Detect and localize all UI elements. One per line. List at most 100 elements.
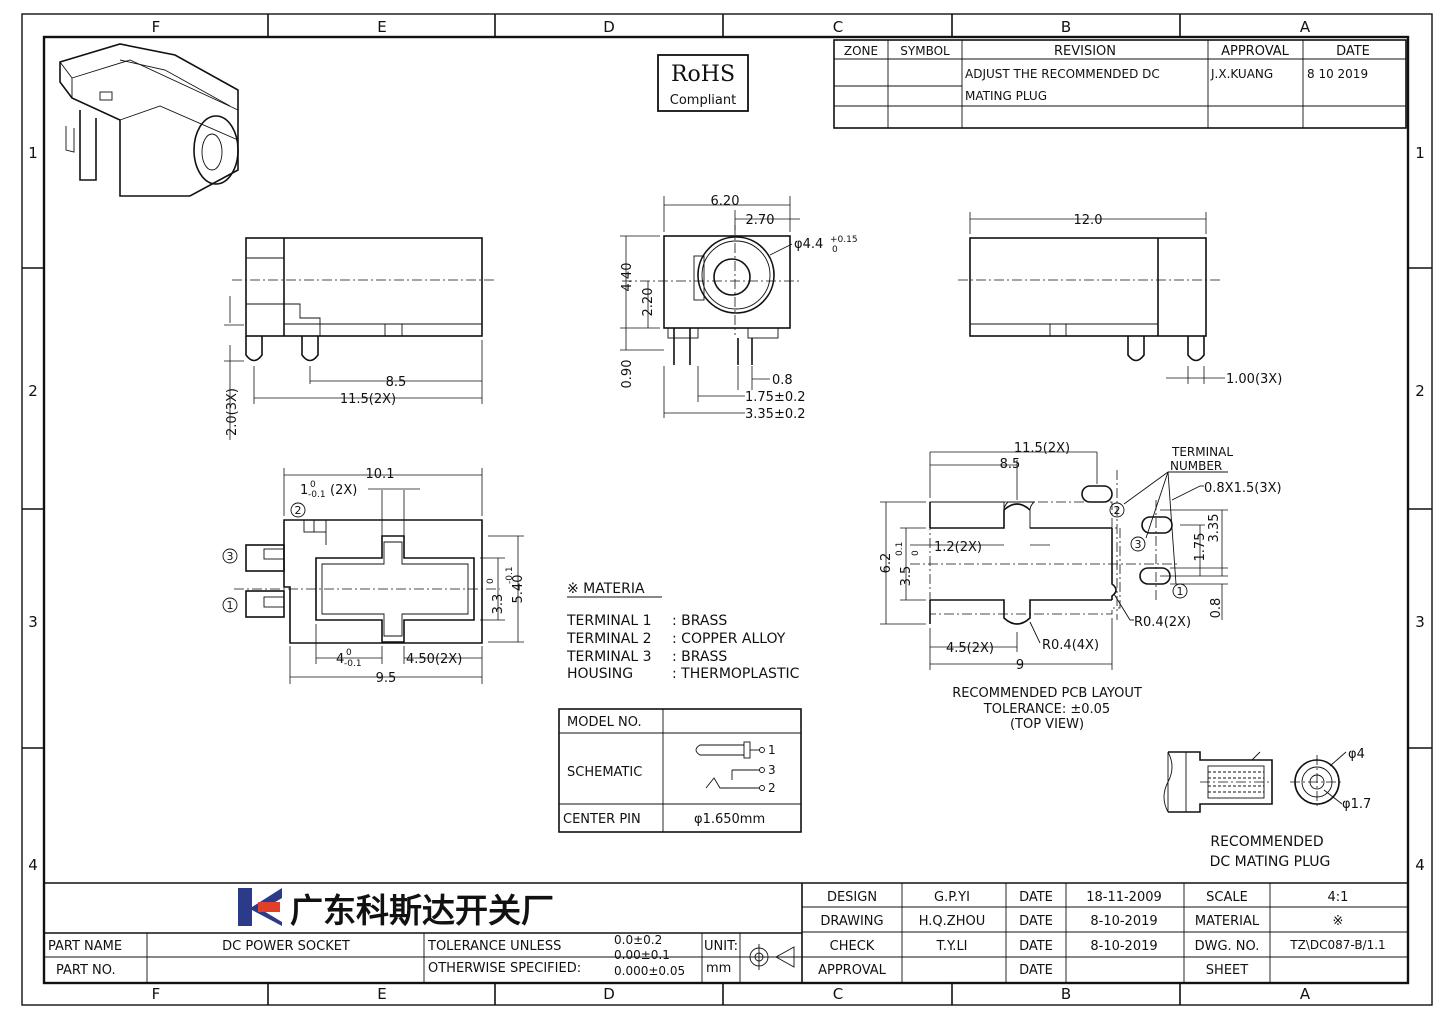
schematic-label: SCHEMATIC	[567, 765, 642, 780]
dim-front-0-90: 0.90	[620, 360, 635, 389]
row-label-3: 3	[28, 613, 38, 631]
dim-top-1-tol2: -0.1	[308, 490, 326, 500]
rev-header-symbol: SYMBOL	[900, 44, 950, 58]
dim-right-1-00: 1.00(3X)	[1226, 372, 1282, 387]
rev-entry-date: 8 10 2019	[1307, 67, 1368, 81]
drawing-date: 8-10-2019	[1090, 914, 1157, 929]
dim-top-3-3-tol: 0	[486, 578, 496, 584]
pcb-number-label: NUMBER	[1170, 459, 1222, 473]
check-date-label: DATE	[1019, 939, 1053, 954]
dim-top-4-tol: 0	[346, 648, 352, 658]
dim-top-3-3: 3.3	[491, 594, 506, 615]
rev-header-approval: APPROVAL	[1221, 44, 1290, 59]
row-label-4: 4	[1415, 856, 1425, 874]
dim-pcb-4-5: 4.5(2X)	[946, 641, 994, 656]
dim-top-1-tol: 0	[310, 480, 316, 490]
title-block: 广东科斯达开关厂 PART NAME DC POWER SOCKET PART …	[44, 882, 1408, 983]
dim-pcb-11-5: 11.5(2X)	[1014, 441, 1070, 456]
pcb-caption-line1: RECOMMENDED PCB LAYOUT	[952, 686, 1142, 701]
row-labels-right: 1 2 3 4	[1415, 144, 1425, 874]
dim-top-4-tol2: -0.1	[344, 659, 362, 669]
dim-front-0-8: 0.8	[772, 373, 793, 388]
pcb-layout: 11.5(2X) 8.5 TERMINAL NUMBER 2 3 1 0.8X1…	[879, 441, 1282, 732]
check-date: 8-10-2019	[1090, 939, 1157, 954]
dim-front-dia: φ4.4	[794, 237, 823, 252]
revision-table: ZONE SYMBOL REVISION APPROVAL DATE ADJUS…	[833, 39, 1407, 129]
approval-date-label: DATE	[1019, 963, 1053, 978]
drawing-name: H.Q.ZHOU	[919, 914, 985, 929]
dim-pcb-r04-2x: R0.4(2X)	[1134, 615, 1191, 630]
dim-pcb-6-2: 6.2	[879, 553, 894, 574]
dim-top-1-suffix: (2X)	[330, 483, 357, 498]
top-view: 2 3 1 10.1 1 0 -0.1 (2X) 5.40 3.3 0 -0.1…	[222, 467, 526, 686]
design-date-label: DATE	[1019, 890, 1053, 905]
dim-front-2-70: 2.70	[746, 213, 775, 228]
col-label-f: F	[152, 985, 161, 1003]
rev-header-revision: REVISION	[1054, 44, 1116, 59]
center-pin-value: φ1.650mm	[694, 812, 765, 827]
dim-top-3-3-tol2: -0.1	[505, 566, 515, 584]
tolerance-0-000: 0.000±0.05	[614, 964, 685, 978]
material-value-3: : THERMOPLASTIC	[672, 666, 800, 682]
row-label-1: 1	[28, 144, 38, 162]
check-label: CHECK	[830, 939, 875, 954]
row-label-2: 2	[1415, 382, 1425, 400]
scale-value: 4:1	[1328, 890, 1349, 905]
material-value-2: : BRASS	[672, 649, 727, 665]
mating-plug: φ4 φ1.7 RECOMMENDED DC MATING PLUG	[1163, 747, 1371, 870]
rev-entry-line2: MATING PLUG	[965, 89, 1047, 103]
dim-pcb-0-8: 0.8	[1209, 598, 1224, 619]
scale-label: SCALE	[1206, 890, 1248, 905]
unit-value: mm	[706, 961, 731, 976]
materials-list: ※ MATERIA TERMINAL 1 : BRASS TERMINAL 2 …	[566, 581, 800, 682]
row-label-1: 1	[1415, 144, 1425, 162]
pcb-terminal-3: 3	[1135, 538, 1142, 551]
dim-front-3-35: 3.35±0.2	[745, 407, 806, 422]
row-label-2: 2	[28, 382, 38, 400]
drawing-border	[21, 13, 1433, 1006]
dim-pcb-3-5-tol: 0.1	[895, 542, 905, 556]
material-label-0: TERMINAL 1	[566, 613, 652, 629]
rev-entry-line1: ADJUST THE RECOMMENDED DC	[965, 67, 1160, 81]
material-value: ※	[1333, 914, 1344, 929]
dim-pcb-9: 9	[1016, 658, 1024, 673]
dim-pcb-1-75: 1.75	[1193, 533, 1208, 562]
pcb-caption-line3: (TOP VIEW)	[1010, 717, 1084, 732]
terminal-2-label: 2	[295, 504, 302, 517]
dim-front-2-20: 2.20	[641, 288, 656, 317]
dim-pcb-8-5: 8.5	[1000, 457, 1021, 472]
terminal-3-label: 3	[227, 550, 234, 563]
schematic-pin-2: 2	[768, 781, 776, 795]
col-label-c: C	[833, 985, 843, 1003]
projection-icon	[746, 944, 795, 970]
dim-side-8-5: 8.5	[386, 375, 407, 390]
dwg-no-label: DWG. NO.	[1195, 939, 1260, 954]
dim-pcb-3-5: 3.5	[899, 566, 914, 587]
col-label-b: B	[1061, 985, 1071, 1003]
tolerance-line2: OTHERWISE SPECIFIED:	[428, 961, 581, 976]
unit-label: UNIT:	[704, 939, 738, 954]
dim-front-1-75: 1.75±0.2	[745, 390, 806, 405]
company-logo	[238, 888, 282, 926]
part-name-value: DC POWER SOCKET	[222, 939, 350, 954]
row-labels-left: 1 2 3 4	[28, 144, 38, 874]
rohs-title: RoHS	[671, 62, 735, 87]
isometric-view	[59, 43, 239, 197]
plug-caption-line2: DC MATING PLUG	[1210, 854, 1331, 870]
tolerance-0-0: 0.0±0.2	[614, 933, 662, 947]
material-label: MATERIAL	[1195, 914, 1260, 929]
dim-pcb-r04-4x: R0.4(4X)	[1042, 638, 1099, 653]
schematic-pin-1: 1	[768, 743, 776, 757]
col-label-a: A	[1300, 985, 1311, 1003]
col-label-d: D	[603, 18, 615, 36]
rev-header-zone: ZONE	[844, 44, 878, 58]
col-label-a: A	[1300, 18, 1311, 36]
material-label-2: TERMINAL 3	[566, 649, 652, 665]
front-view: 6.20 2.70 φ4.4 +0.15 0 4.40 2.20 0.90 0.…	[620, 194, 858, 422]
tolerance-0-00: 0.00±0.1	[614, 948, 670, 962]
part-name-label: PART NAME	[48, 939, 122, 954]
col-label-f: F	[152, 18, 161, 36]
rohs-subtitle: Compliant	[670, 93, 736, 108]
row-label-4: 4	[28, 856, 38, 874]
